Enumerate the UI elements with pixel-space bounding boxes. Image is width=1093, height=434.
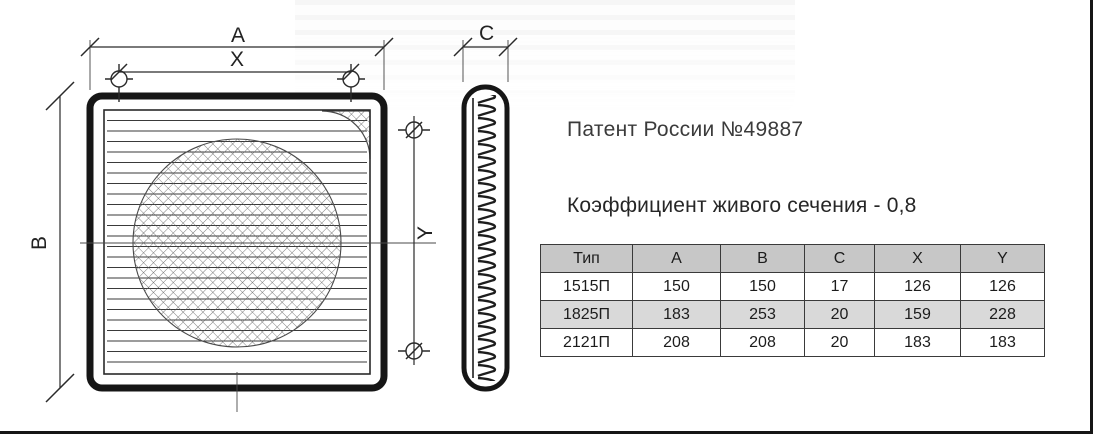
table-cell: 2121П bbox=[540, 328, 633, 357]
table-cell: 126 bbox=[874, 272, 961, 301]
table-row: 2121П 208 208 20 183 183 bbox=[540, 328, 1045, 357]
table-cell: 208 bbox=[720, 328, 805, 357]
dimensions-table: Тип A B C X Y 1515П 150 150 17 126 126 1… bbox=[540, 244, 1045, 357]
table-cell: 253 bbox=[720, 300, 805, 329]
side-view bbox=[461, 84, 510, 392]
table-header-cell: Y bbox=[960, 244, 1045, 273]
table-header-cell: X bbox=[874, 244, 961, 273]
technical-drawing: A X B Y C bbox=[28, 22, 518, 412]
table-header-cell: Тип bbox=[540, 244, 633, 273]
table-cell: 126 bbox=[960, 272, 1045, 301]
table-cell: 17 bbox=[804, 272, 875, 301]
patent-text: Патент России №49887 bbox=[567, 118, 804, 141]
table-header-cell: B bbox=[720, 244, 805, 273]
coefficient-text: Коэффициент живого сечения - 0,8 bbox=[567, 194, 917, 217]
dim-label-a: A bbox=[231, 24, 245, 47]
dimension-x bbox=[110, 63, 360, 81]
dimension-y bbox=[405, 116, 423, 365]
table-row: 1825П 183 253 20 159 228 bbox=[540, 300, 1045, 329]
table-cell: 150 bbox=[632, 272, 721, 301]
dimension-c bbox=[453, 37, 518, 82]
table-cell: 183 bbox=[874, 328, 961, 357]
table-header-cell: A bbox=[632, 244, 721, 273]
table-cell: 159 bbox=[874, 300, 961, 329]
front-view bbox=[80, 92, 436, 412]
table-cell: 1825П bbox=[540, 300, 633, 329]
table-header-cell: C bbox=[804, 244, 875, 273]
dimension-b bbox=[45, 81, 75, 403]
dim-label-c: C bbox=[479, 22, 494, 45]
table-cell: 20 bbox=[804, 328, 875, 357]
dim-label-b: B bbox=[28, 236, 51, 250]
table-row: 1515П 150 150 17 126 126 bbox=[540, 272, 1045, 301]
table-cell: 208 bbox=[632, 328, 721, 357]
dim-label-y: Y bbox=[414, 226, 437, 240]
table-cell: 150 bbox=[720, 272, 805, 301]
table-header-row: Тип A B C X Y bbox=[540, 244, 1045, 273]
table-cell: 228 bbox=[960, 300, 1045, 329]
dimension-a bbox=[80, 37, 394, 90]
table-cell: 183 bbox=[960, 328, 1045, 357]
background-grille-photo bbox=[295, 0, 795, 112]
table-cell: 1515П bbox=[540, 272, 633, 301]
dim-label-x: X bbox=[230, 48, 244, 71]
table-cell: 20 bbox=[804, 300, 875, 329]
side-louvers bbox=[477, 95, 502, 381]
table-cell: 183 bbox=[632, 300, 721, 329]
